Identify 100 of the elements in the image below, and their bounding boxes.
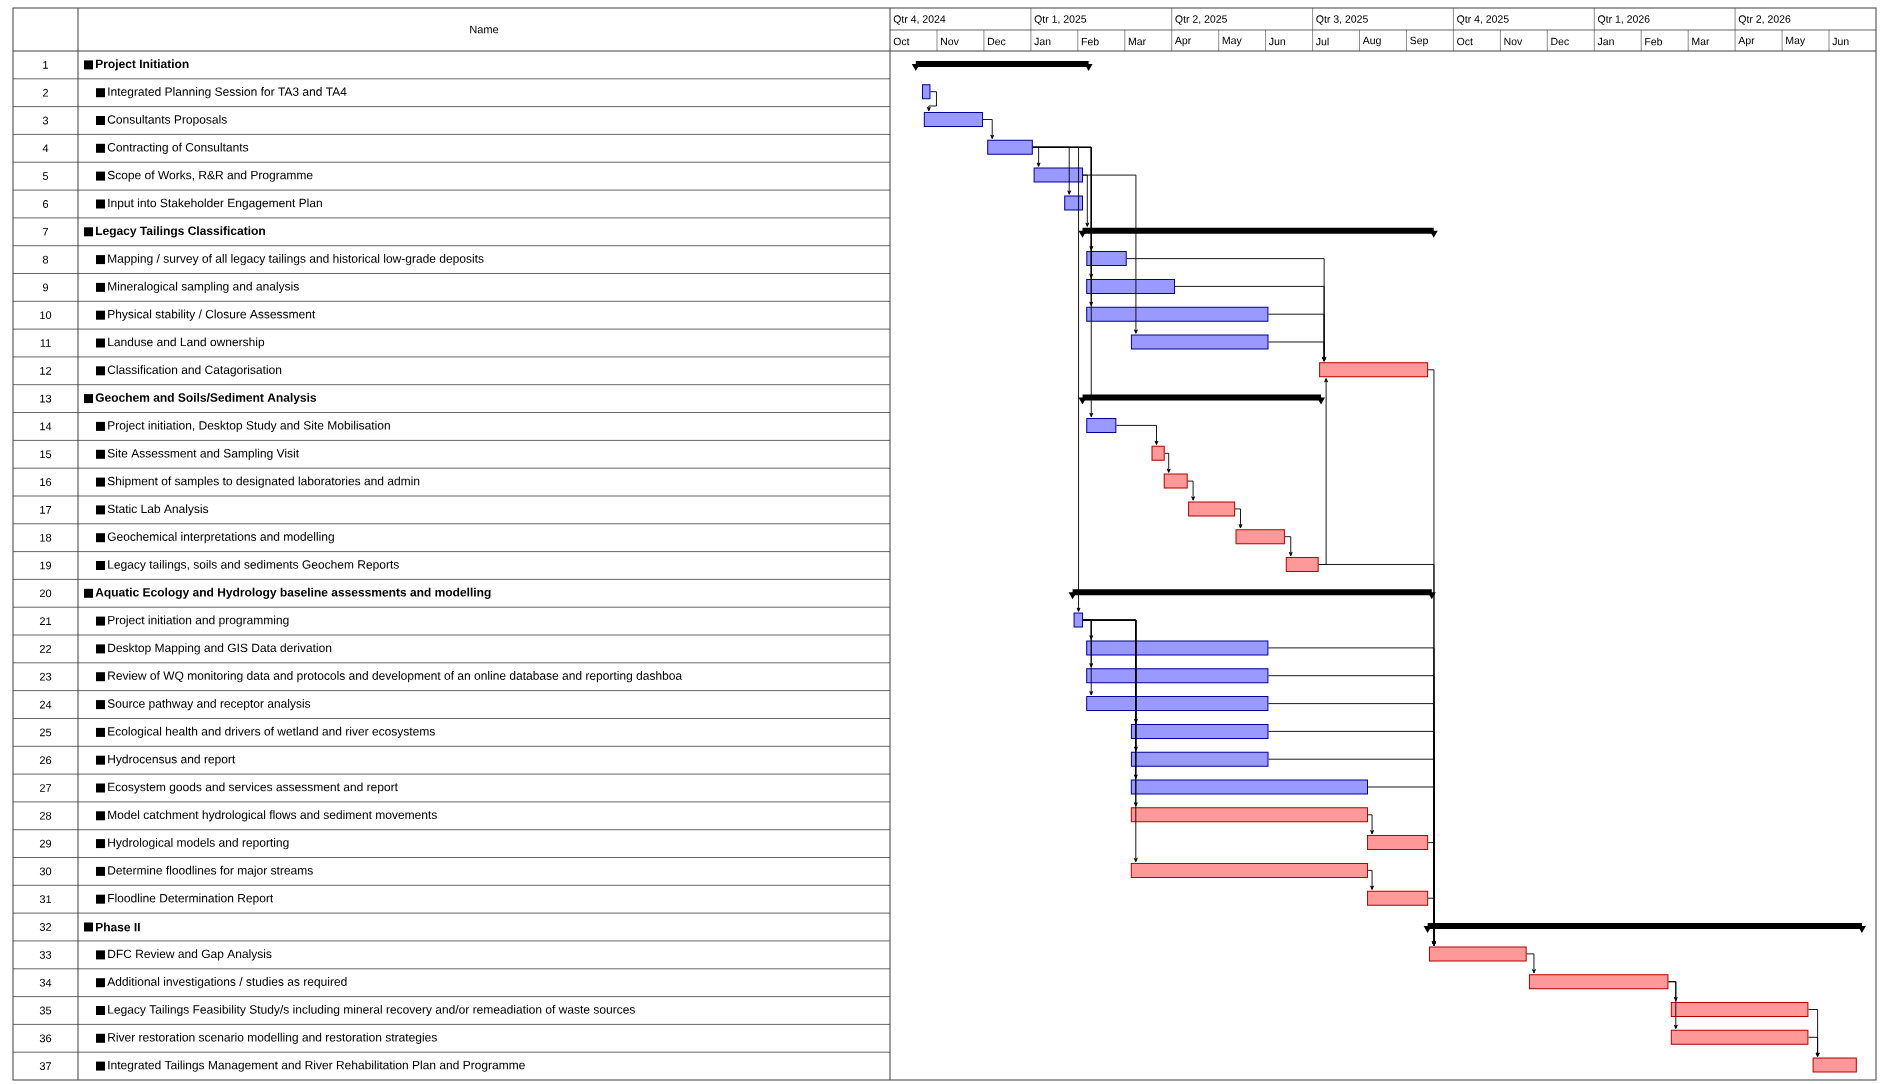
row-number: 21 xyxy=(39,617,52,625)
timescale-label: Dec xyxy=(1551,37,1569,46)
row-number: 28 xyxy=(39,811,52,820)
task-name: Project Initiation xyxy=(96,59,189,71)
task-name: Legacy Tailings Classification xyxy=(96,226,265,238)
row-number: 23 xyxy=(39,672,52,681)
dependency-arrow xyxy=(1187,480,1195,501)
task-bar xyxy=(1130,334,1269,350)
task-name: Legacy Tailings Feasibility Study/s including mineral recovery and/or remeadiation of waste sources xyxy=(108,1004,635,1017)
task-bar xyxy=(1086,306,1269,322)
row-number: 3 xyxy=(42,116,49,125)
task-bar xyxy=(1285,557,1319,572)
timescale-label: Feb xyxy=(1645,37,1663,46)
task-bar xyxy=(1367,835,1429,851)
row-number: 18 xyxy=(40,533,52,542)
task-bar xyxy=(1073,612,1084,628)
task-bar xyxy=(987,139,1033,155)
task-bar xyxy=(1086,251,1127,267)
timescale-label: Mar xyxy=(1692,37,1710,46)
row-number: 22 xyxy=(39,645,52,653)
task-name: Input into Stakeholder Engagement Plan xyxy=(108,198,322,210)
task-bar xyxy=(1033,167,1083,183)
timescale-label: Qtr 2, 2025 xyxy=(1175,15,1227,25)
task-name: Project initiation and programming xyxy=(108,615,289,627)
timescale-label: Apr xyxy=(1174,36,1192,47)
dependency-arrow xyxy=(1234,508,1243,529)
timescale-label: Sep xyxy=(1410,36,1428,47)
task-name: Legacy tailings, soils and sediments Geochem Reports xyxy=(108,559,399,572)
task-name: Model catchment hydrological flows and sediment movements xyxy=(108,810,437,822)
dependency-arrow xyxy=(1284,536,1293,557)
row-number: 10 xyxy=(40,311,52,320)
row-number: 35 xyxy=(39,1006,52,1015)
task-name: Scope of Works, R&R and Programme xyxy=(107,170,313,182)
task-name: Mapping / survey of all legacy tailings and historical low-grade deposits xyxy=(108,254,484,266)
row-number: 14 xyxy=(40,422,52,431)
timescale-label: Oct xyxy=(893,37,910,46)
task-name: Geochem and Soils/Sediment Analysis xyxy=(95,393,317,405)
timescale-label: Oct xyxy=(1457,37,1473,46)
task-bar xyxy=(1130,723,1269,739)
task-name: Geochemical interpretations and modelling xyxy=(107,532,334,544)
task-name: Landuse and Land ownership xyxy=(108,337,265,349)
task-bar xyxy=(1428,946,1527,962)
task-bar xyxy=(1086,668,1269,684)
row-number: 36 xyxy=(39,1034,52,1043)
summary-bar xyxy=(1078,227,1438,238)
task-name: Floodline Determination Report xyxy=(108,893,274,905)
row-number: 31 xyxy=(39,895,52,904)
row-number: 20 xyxy=(39,589,52,598)
timescale-label: Qtr 3, 2025 xyxy=(1316,15,1368,25)
summary-bar xyxy=(1068,589,1436,600)
timescale-label: Aug xyxy=(1362,36,1381,47)
timescale-label: Nov xyxy=(941,37,959,46)
row-number: 37 xyxy=(39,1062,52,1070)
task-name: Shipment of samples to designated laboratories and admin xyxy=(107,476,420,488)
task-bar xyxy=(1670,1002,1809,1017)
task-bar xyxy=(1086,640,1269,656)
timescale-label: May xyxy=(1222,36,1242,47)
row-number: 6 xyxy=(43,200,49,208)
column-header: Name xyxy=(470,25,499,34)
task-name: Integrated Planning Session for TA3 and TA4 xyxy=(108,87,347,99)
summary-bar xyxy=(911,60,1093,71)
task-name: Review of WQ monitoring data and protocols and development of an online database and reporting dashboa xyxy=(108,671,683,683)
task-name: Site Assessment and Sampling Visit xyxy=(107,448,299,460)
task-name: Additional investigations / studies as required xyxy=(107,977,347,989)
dependency-arrow xyxy=(982,119,995,140)
task-name: Ecological health and drivers of wetland and river ecosystems xyxy=(108,726,435,738)
timescale-label: Apr xyxy=(1738,36,1755,47)
task-name: River restoration scenario modelling and restoration strategies xyxy=(108,1032,437,1044)
dependency-arrow xyxy=(1032,146,1081,612)
task-bar xyxy=(1064,195,1083,211)
dependency-arrow xyxy=(1082,619,1138,863)
task-name: Desktop Mapping and GIS Data derivation xyxy=(108,643,332,655)
dependency-arrow xyxy=(1367,814,1374,835)
task-name: Consultants Proposals xyxy=(107,114,227,127)
task-bar xyxy=(1130,779,1368,795)
dependency-arrow xyxy=(1526,953,1536,974)
timescale-label: May xyxy=(1786,36,1806,47)
task-bar xyxy=(1151,445,1165,461)
timescale-label: Jul xyxy=(1315,37,1329,46)
dependency-arrow xyxy=(1268,341,1326,362)
task-name: Physical stability / Closure Assessment xyxy=(108,309,316,321)
timescale-label: Jun xyxy=(1832,37,1849,46)
row-number: 34 xyxy=(39,978,52,987)
row-number: 25 xyxy=(39,728,52,737)
task-bar xyxy=(1086,417,1117,433)
task-bar xyxy=(1670,1029,1809,1045)
task-bar xyxy=(1235,529,1285,545)
task-bar xyxy=(923,112,983,127)
dependency-arrow xyxy=(1807,1036,1820,1057)
row-number: 12 xyxy=(40,366,52,375)
timescale-label: Qtr 4, 2025 xyxy=(1457,15,1509,25)
dependency-arrow xyxy=(1668,981,1678,1030)
row-number: 15 xyxy=(40,450,52,459)
timescale-label: Qtr 1, 2025 xyxy=(1034,15,1087,25)
row-number: 4 xyxy=(42,144,49,153)
row-number: 19 xyxy=(40,561,52,570)
task-name: Contracting of Consultants xyxy=(107,142,249,154)
dependency-arrow xyxy=(926,91,937,112)
row-number: 29 xyxy=(39,839,52,848)
dependency-arrow xyxy=(1427,897,1436,946)
